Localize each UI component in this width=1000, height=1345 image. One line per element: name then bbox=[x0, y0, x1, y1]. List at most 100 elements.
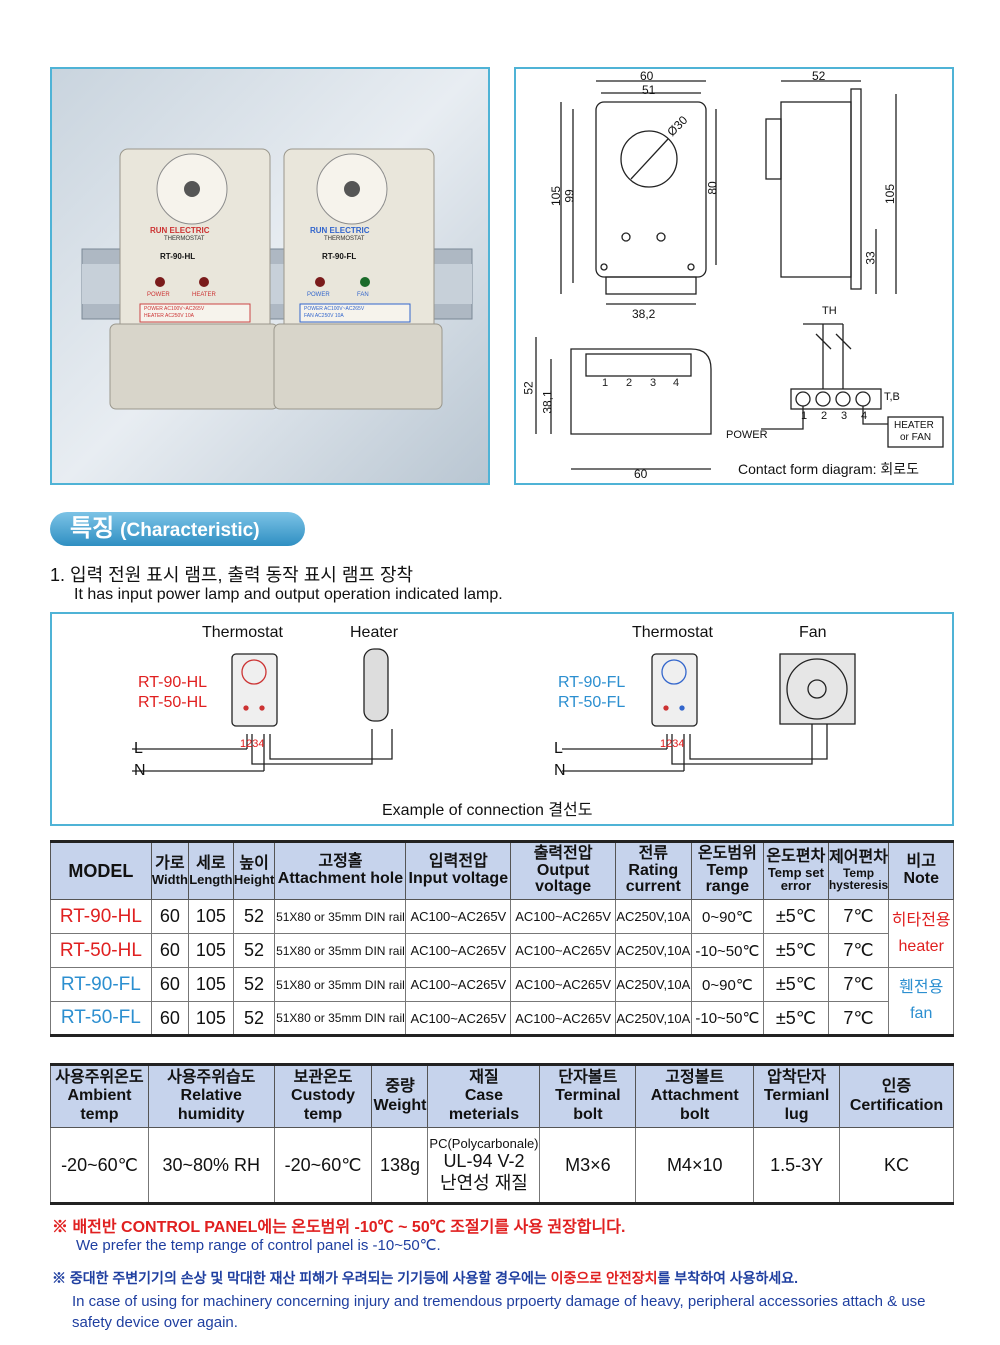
cell-weight: 138g bbox=[371, 1127, 429, 1205]
th-label: TH bbox=[822, 305, 837, 317]
dim-bottom-60: 60 bbox=[634, 467, 648, 481]
bottom-terminal-4: 4 bbox=[673, 377, 680, 389]
cell-custody-temp: -20~60℃ bbox=[273, 1127, 373, 1205]
cell-hysteresis: 7℃ bbox=[827, 933, 890, 968]
cell-set-error: ±5℃ bbox=[763, 899, 829, 934]
left-unit-rating2: HEATER AC250V 10A bbox=[144, 313, 194, 319]
note-1-ko: ※ 배전반 CONTROL PANEL에는 온도범위 -10℃ ~ 50℃ 조절… bbox=[52, 1219, 626, 1236]
left-unit-sub: THERMOSTAT bbox=[164, 236, 205, 242]
left-thermostat-label: Thermostat bbox=[202, 624, 283, 641]
power-label: POWER bbox=[726, 429, 768, 441]
header-model: MODEL bbox=[50, 841, 152, 900]
cell-output: AC100~AC265V bbox=[510, 933, 617, 968]
right-unit-model: RT-90-FL bbox=[322, 252, 357, 261]
cell-current: AC250V,10A bbox=[615, 1001, 692, 1036]
dim-bottom-38: 38,1 bbox=[540, 390, 555, 414]
cell-humidity: 30~80% RH bbox=[147, 1127, 275, 1205]
dim-width-51: 51 bbox=[642, 83, 656, 97]
cell-length: 105 bbox=[188, 933, 234, 968]
left-L-label: L bbox=[134, 740, 143, 757]
table-row: RT-90-HL 60 105 52 51X80 or 35mm DIN rai… bbox=[50, 899, 954, 968]
cell-model: RT-50-HL bbox=[50, 933, 152, 968]
cell-input: AC100~AC265V bbox=[405, 933, 512, 968]
note-2-en: In case of using for machinery concernin… bbox=[72, 1293, 926, 1331]
table-row: RT-50-HL 60 105 52 51X80 or 35mm DIN rai… bbox=[50, 933, 954, 968]
cell-output: AC100~AC265V bbox=[510, 967, 617, 1002]
cell-set-error: ±5℃ bbox=[763, 1001, 829, 1036]
cell-width: 60 bbox=[150, 899, 190, 934]
cell-range: 0~90℃ bbox=[690, 967, 765, 1002]
product-photo: RUN ELECTRIC THERMOSTAT RT-90-HL POWER H… bbox=[50, 67, 490, 485]
connection-example: Thermostat Heater RT-90-HL RT-50-HL 1234… bbox=[50, 612, 954, 826]
cell-attachment-bolt: M4×10 bbox=[635, 1127, 755, 1205]
cell-range: -10~50℃ bbox=[690, 1001, 765, 1036]
table-row: -20~60℃ 30~80% RH -20~60℃ 138g PC(Polyca… bbox=[50, 1127, 954, 1205]
cell-width: 60 bbox=[150, 1001, 190, 1036]
heater-fan-label-1: HEATER bbox=[894, 420, 934, 431]
cell-length: 105 bbox=[188, 967, 234, 1002]
cell-model: RT-90-FL bbox=[50, 967, 152, 1002]
left-unit-lamp1: POWER bbox=[147, 292, 170, 298]
left-model-2: RT-50-HL bbox=[138, 694, 208, 711]
right-unit-brand: RUN ELECTRIC bbox=[310, 226, 370, 235]
dim-width-38: 38,2 bbox=[632, 307, 656, 321]
fan-label: Fan bbox=[799, 624, 827, 641]
cell-hole: 51X80 or 35mm DIN rail bbox=[274, 1001, 407, 1036]
wiring-terminal-1: 1 bbox=[801, 410, 808, 422]
dim-side-33: 33 bbox=[863, 251, 878, 265]
dim-bottom-52: 52 bbox=[521, 381, 536, 395]
cell-height: 52 bbox=[232, 899, 276, 934]
right-thermostat-label: Thermostat bbox=[632, 624, 713, 641]
dim-width-60: 60 bbox=[640, 69, 654, 83]
cell-hole: 51X80 or 35mm DIN rail bbox=[274, 967, 407, 1002]
cell-current: AC250V,10A bbox=[615, 967, 692, 1002]
cell-range: 0~90℃ bbox=[690, 899, 765, 934]
dim-height-80: 80 bbox=[705, 181, 720, 195]
characteristic-title-en: (Characteristic) bbox=[120, 520, 260, 541]
feature-1-en: It has input power lamp and output opera… bbox=[74, 586, 503, 603]
note-2-ko: ※ 중대한 주변기기의 손상 및 막대한 재산 피해가 우려되는 기기등에 사용… bbox=[52, 1270, 799, 1286]
bottom-terminal-1: 1 bbox=[602, 377, 609, 389]
cell-output: AC100~AC265V bbox=[510, 1001, 617, 1036]
table-row: RT-90-FL 60 105 52 51X80 or 35mm DIN rai… bbox=[50, 967, 954, 1036]
cell-set-error: ±5℃ bbox=[763, 933, 829, 968]
dim-side-105: 105 bbox=[883, 183, 898, 205]
cell-range: -10~50℃ bbox=[690, 933, 765, 968]
left-unit-model: RT-90-HL bbox=[160, 252, 196, 261]
cell-input: AC100~AC265V bbox=[405, 967, 512, 1002]
cell-model: RT-50-FL bbox=[50, 1001, 152, 1036]
left-unit-brand: RUN ELECTRIC bbox=[150, 226, 210, 235]
characteristic-heading: 특징(Characteristic) bbox=[50, 512, 305, 546]
right-unit-rating2: FAN AC250V 10A bbox=[304, 313, 344, 319]
heater-fan-label-2: or FAN bbox=[900, 432, 932, 443]
wiring-terminal-4: 4 bbox=[861, 410, 868, 422]
cell-model: RT-90-HL bbox=[50, 899, 152, 934]
cell-hole: 51X80 or 35mm DIN rail bbox=[274, 899, 407, 934]
cell-hole: 51X80 or 35mm DIN rail bbox=[274, 933, 407, 968]
right-unit-lamp2: FAN bbox=[357, 292, 369, 298]
note-1-en: We prefer the temp range of control pane… bbox=[76, 1237, 441, 1254]
left-N-label: N bbox=[134, 762, 146, 779]
right-L-label: L bbox=[554, 740, 563, 757]
cell-hysteresis: 7℃ bbox=[827, 967, 890, 1002]
cell-output: AC100~AC265V bbox=[510, 899, 617, 934]
connection-caption: Example of connection 결선도 bbox=[382, 802, 593, 819]
cell-width: 60 bbox=[150, 967, 190, 1002]
cell-set-error: ±5℃ bbox=[763, 967, 829, 1002]
cell-width: 60 bbox=[150, 933, 190, 968]
feature-1-ko: 1. 입력 전원 표시 램프, 출력 동작 표시 램프 장착 bbox=[50, 565, 414, 585]
